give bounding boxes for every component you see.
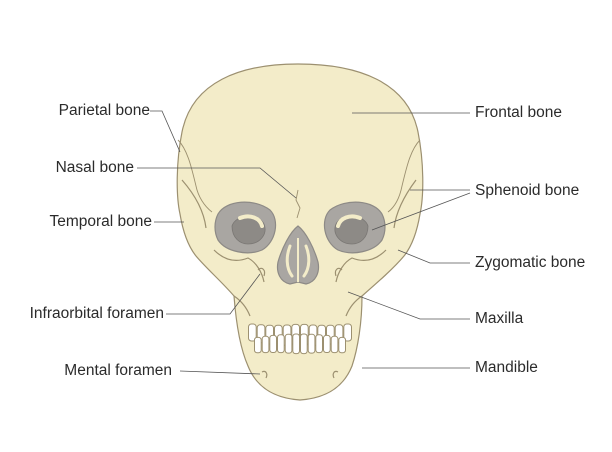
right-orbit	[323, 201, 386, 254]
lower-tooth	[284, 333, 293, 354]
left-orbit	[214, 201, 277, 254]
lower-tooth	[338, 336, 346, 354]
label-infraorbital-foramen: Infraorbital foramen	[29, 305, 164, 322]
upper-tooth	[248, 323, 257, 342]
leader-lines	[137, 110, 471, 375]
mental-foramen-left	[261, 370, 268, 379]
teeth	[248, 323, 352, 355]
cheek-left	[213, 249, 265, 283]
label-sphenoid-bone: Sphenoid bone	[475, 182, 580, 199]
lower-tooth	[323, 334, 331, 353]
foramina	[257, 267, 343, 379]
lower-tooth	[292, 333, 300, 355]
leader-infraorbital	[166, 273, 261, 315]
temporal-left	[181, 179, 207, 229]
mental-foramen-right	[332, 370, 339, 379]
maxilla-left	[233, 295, 251, 317]
lower-tooth	[330, 335, 339, 354]
lower-tooth	[254, 336, 262, 354]
lower-tooth	[269, 334, 277, 353]
label-mental-foramen: Mental foramen	[64, 362, 172, 379]
leader-zygomatic	[397, 249, 470, 264]
label-mandible: Mandible	[475, 359, 538, 376]
nasal-cavity	[276, 225, 320, 285]
leader-nasal	[137, 167, 297, 199]
leader-mental	[179, 370, 261, 375]
leader-parietal	[150, 110, 181, 153]
temporal-right	[393, 179, 417, 229]
infraorbital-foramen-left	[257, 267, 266, 277]
nasal-suture	[295, 189, 301, 219]
label-frontal-bone: Frontal bone	[475, 104, 563, 121]
lower-tooth	[277, 334, 285, 354]
infraorbital-foramen-right	[334, 267, 343, 277]
leader-sphenoid-lower	[371, 192, 471, 231]
label-zygomatic-bone: Zygomatic bone	[475, 254, 586, 271]
lower-tooth	[261, 335, 270, 354]
lower-tooth	[315, 334, 323, 354]
suture-left	[177, 139, 213, 213]
label-nasal-bone: Nasal bone	[55, 159, 134, 176]
label-maxilla: Maxilla	[475, 310, 524, 327]
suture-right	[387, 139, 421, 213]
lower-tooth	[307, 333, 316, 354]
leader-maxilla	[347, 291, 470, 320]
label-temporal-bone: Temporal bone	[49, 213, 152, 230]
label-parietal-bone: Parietal bone	[58, 102, 150, 119]
lower-tooth	[300, 333, 308, 355]
cheek-right	[335, 249, 387, 283]
upper-tooth	[343, 323, 352, 342]
